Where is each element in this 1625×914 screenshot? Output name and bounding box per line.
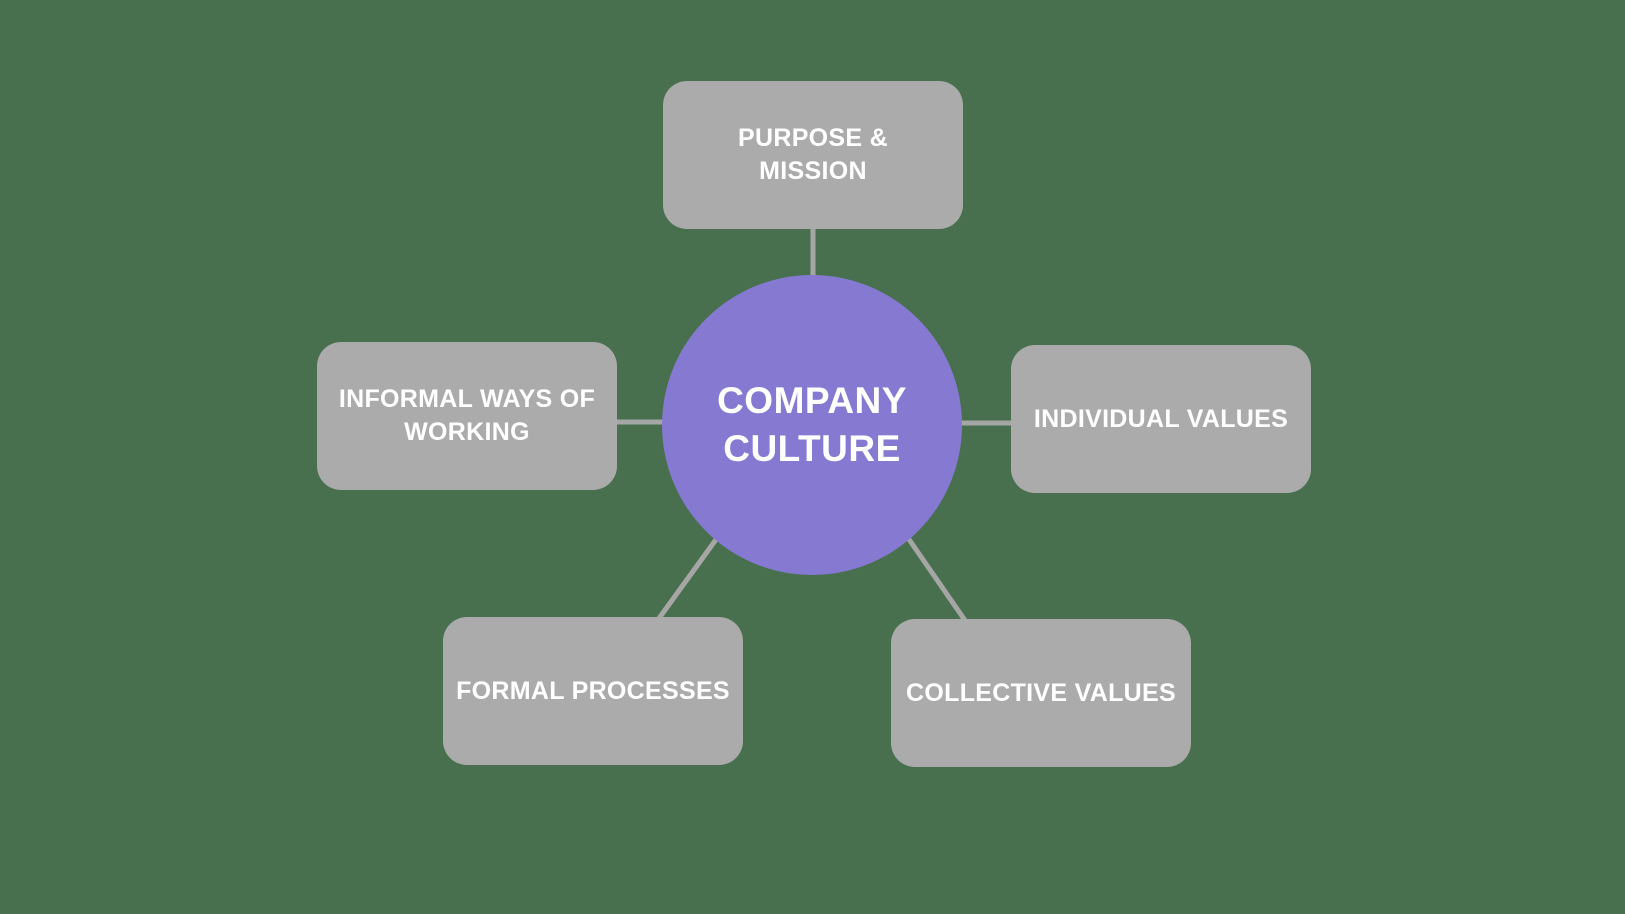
connector-bottom-right [903, 533, 976, 634]
node-individual-values: INDIVIDUAL VALUES [1011, 345, 1311, 493]
node-individual-values-label: INDIVIDUAL VALUES [1033, 404, 1289, 433]
node-purpose-mission: PURPOSE & MISSION [663, 81, 963, 229]
node-collective-values: COLLECTIVE VALUES [891, 619, 1191, 767]
center-node-label: COMPANY CULTURE [717, 379, 907, 469]
node-informal-ways-of-working: INFORMAL WAYS OF WORKING [317, 342, 617, 490]
node-formal-processes: FORMAL PROCESSES [443, 617, 743, 765]
center-node-company-culture: COMPANY CULTURE [662, 275, 962, 575]
node-collective-values-label: COLLECTIVE VALUES [906, 678, 1176, 707]
node-formal-processes-label: FORMAL PROCESSES [456, 676, 730, 705]
node-purpose-mission-label: PURPOSE & MISSION [738, 124, 888, 185]
connector-bottom-left [649, 532, 723, 630]
node-informal-ways-of-working-label: INFORMAL WAYS OF WORKING [338, 385, 596, 446]
